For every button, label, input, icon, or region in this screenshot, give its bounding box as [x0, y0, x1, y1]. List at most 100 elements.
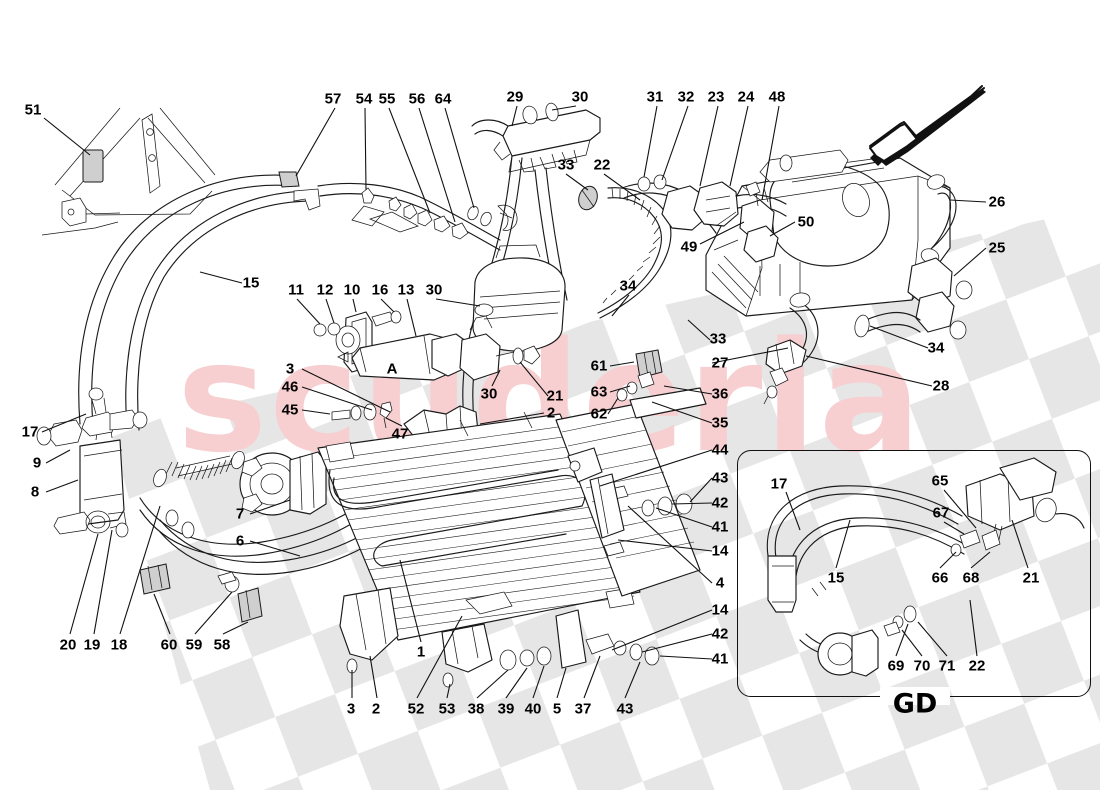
callout-1: 1 — [416, 643, 426, 661]
bracket-2 — [403, 405, 479, 453]
callout-25: 25 — [988, 239, 1006, 257]
callout-38: 38 — [467, 700, 485, 718]
inset-callout-15: 15 — [827, 569, 845, 587]
manifold-29 — [471, 102, 601, 173]
callout-14: 14 — [711, 601, 729, 619]
inset-callout-68: 68 — [962, 569, 980, 587]
evaporator-housing — [705, 149, 951, 317]
direction-arrow — [869, 85, 986, 166]
callout-11: 11 — [288, 281, 304, 299]
corrugated-hose-22 — [597, 182, 723, 319]
inset-callout-21: 21 — [1022, 569, 1040, 587]
callout-36: 36 — [711, 385, 729, 403]
detail-marker-a: A — [386, 360, 398, 378]
inset-callout-69: 69 — [887, 657, 905, 675]
receiver-bottle-8 — [36, 387, 148, 525]
callout-28: 28 — [932, 377, 950, 395]
right-fasteners — [567, 447, 693, 557]
callout-63: 63 — [590, 383, 608, 401]
callout-43: 43 — [711, 469, 729, 487]
inset-callout-71: 71 — [938, 657, 956, 675]
callout-6: 6 — [235, 532, 245, 550]
callout-12: 12 — [316, 281, 334, 299]
callout-41: 41 — [711, 518, 729, 536]
low-pressure-hoses — [139, 450, 401, 575]
callout-22: 22 — [593, 156, 611, 174]
callout-13: 13 — [397, 281, 415, 299]
receiver-drier-13 — [337, 303, 541, 381]
callout-48: 48 — [768, 88, 786, 106]
callout-56: 56 — [408, 90, 426, 108]
callout-37: 37 — [574, 700, 592, 718]
callout-20: 20 — [59, 636, 77, 654]
callout-53: 53 — [438, 700, 456, 718]
callout-46: 46 — [281, 378, 299, 396]
callout-34: 34 — [619, 277, 637, 295]
inset-callout-70: 70 — [913, 657, 931, 675]
callout-30: 30 — [571, 88, 589, 106]
bracket-detail-51 — [41, 107, 216, 236]
callout-18: 18 — [110, 636, 128, 654]
callout-58: 58 — [213, 636, 231, 654]
callout-30: 30 — [480, 385, 498, 403]
inset-callout-66: 66 — [931, 569, 949, 587]
callout-24: 24 — [737, 88, 755, 106]
callout-55: 55 — [378, 90, 396, 108]
callout-31: 31 — [646, 88, 664, 106]
callout-64: 64 — [434, 90, 452, 108]
small-brackets — [53, 510, 263, 623]
callout-42: 42 — [711, 625, 729, 643]
callout-9: 9 — [32, 454, 42, 472]
callout-16: 16 — [371, 281, 389, 299]
callout-21: 21 — [546, 387, 564, 405]
callout-34: 34 — [927, 339, 945, 357]
callout-3: 3 — [346, 700, 356, 718]
inset-callout-67: 67 — [932, 504, 950, 522]
hose-a — [462, 155, 513, 421]
expansion-tank — [472, 244, 566, 352]
callout-2: 2 — [371, 700, 381, 718]
condenser-1 — [317, 411, 641, 641]
callout-44: 44 — [711, 441, 729, 459]
callout-17: 17 — [21, 423, 39, 441]
fasteners-45-47 — [331, 401, 393, 429]
callout-27: 27 — [711, 354, 729, 372]
callout-47: 47 — [391, 425, 409, 443]
ring-33-upper — [578, 185, 598, 211]
callout-50: 50 — [797, 213, 815, 231]
clip-61 — [616, 349, 663, 402]
callout-8: 8 — [30, 483, 40, 501]
callout-60: 60 — [160, 636, 178, 654]
callout-26: 26 — [988, 193, 1006, 211]
callout-59: 59 — [185, 636, 203, 654]
rear-radiator — [555, 387, 707, 597]
pipe-rail-assembly — [317, 182, 518, 251]
callout-42: 42 — [711, 494, 729, 512]
callout-15: 15 — [242, 274, 260, 292]
gd-inset-code: GD — [892, 688, 938, 720]
mount-brackets — [339, 587, 660, 688]
callout-5: 5 — [552, 700, 562, 718]
inset-callout-17: 17 — [770, 475, 788, 493]
callout-19: 19 — [83, 636, 101, 654]
callout-39: 39 — [497, 700, 515, 718]
callout-41: 41 — [711, 650, 729, 668]
callout-33: 33 — [709, 330, 727, 348]
callout-3: 3 — [285, 360, 295, 378]
callout-57: 57 — [324, 90, 342, 108]
callout-7: 7 — [235, 505, 245, 523]
callout-32: 32 — [677, 88, 695, 106]
callout-51: 51 — [24, 101, 42, 119]
callout-52: 52 — [407, 700, 425, 718]
callout-43: 43 — [616, 700, 634, 718]
callout-45: 45 — [281, 401, 299, 419]
callout-2: 2 — [546, 404, 556, 422]
callout-14: 14 — [711, 542, 729, 560]
inset-callout-65: 65 — [931, 472, 949, 490]
callout-4: 4 — [715, 574, 725, 592]
callout-40: 40 — [524, 700, 542, 718]
valve-block-23-24 — [637, 174, 787, 231]
inset-callout-22: 22 — [968, 657, 986, 675]
callout-61: 61 — [590, 357, 608, 375]
